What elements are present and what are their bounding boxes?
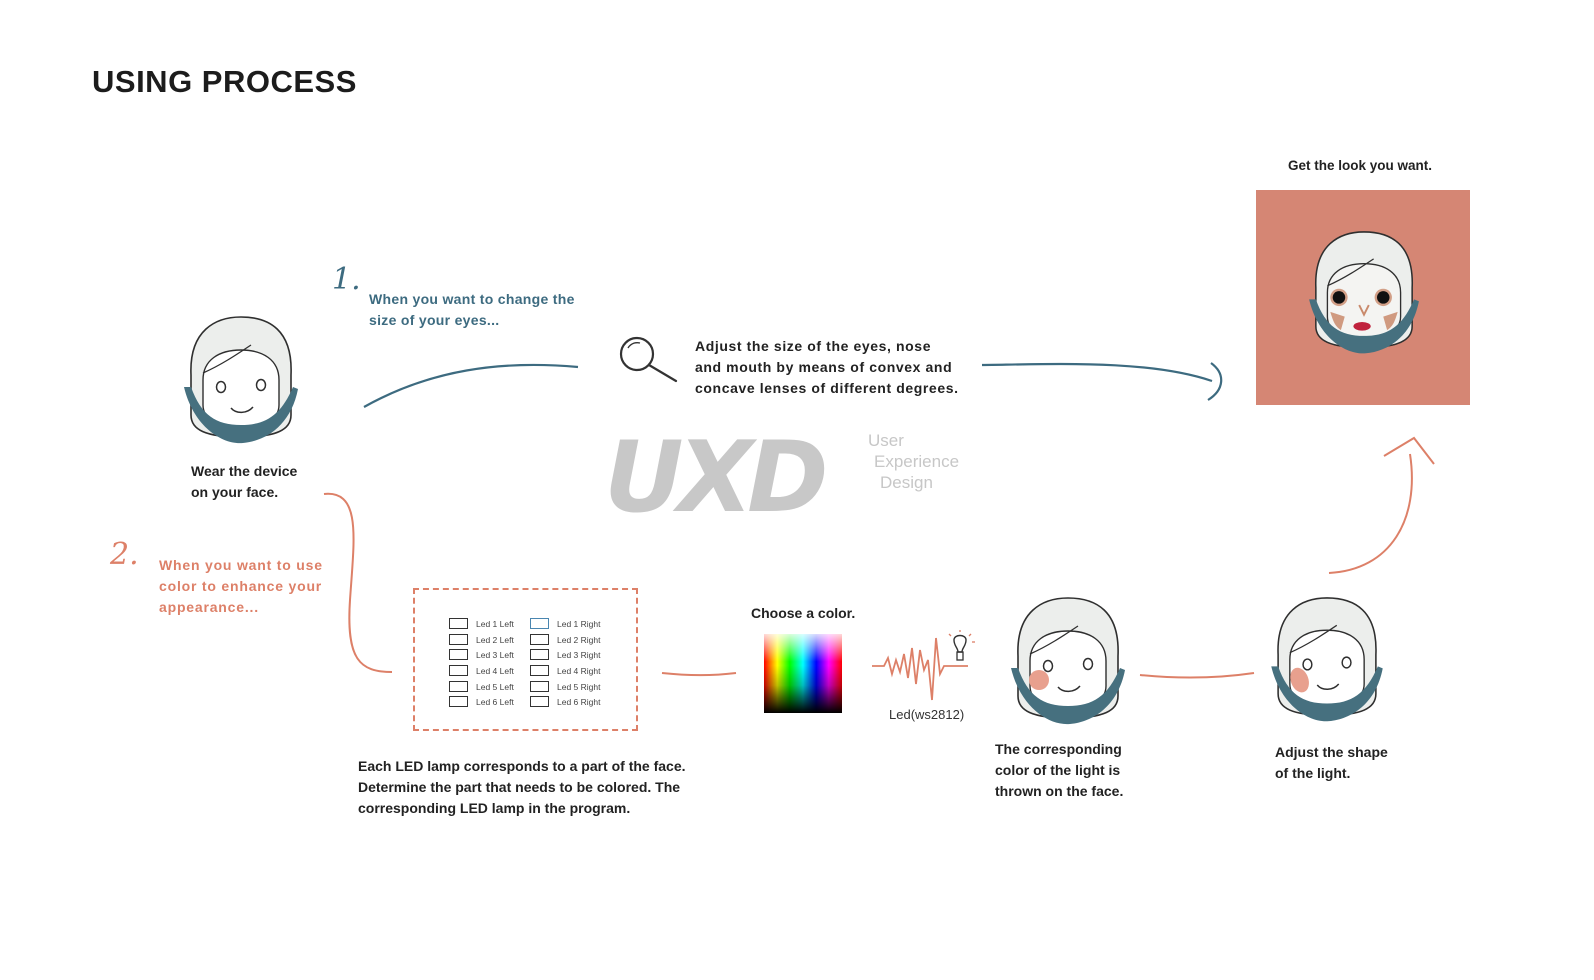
result-caption: Get the look you want. xyxy=(1288,158,1433,173)
watermark-line: Design xyxy=(880,473,933,492)
arrowhead-step2 xyxy=(1383,436,1435,465)
step-2-text-line: When you want to use xyxy=(159,557,323,573)
shape-caption: Adjust the shape of the light. xyxy=(1275,742,1388,784)
led-label: Led 5 Left xyxy=(476,681,514,692)
led-device-label: Led(ws2812) xyxy=(889,707,965,722)
led-caption-line: Determine the part that needs to be colo… xyxy=(358,779,681,795)
led-checkbox-row[interactable]: Led 6 Left xyxy=(449,695,514,708)
led-label: Led 6 Right xyxy=(557,696,601,707)
led-checkbox-row[interactable]: Led 6 Right xyxy=(530,695,600,708)
wear-caption: Wear the device on your face. xyxy=(191,461,297,503)
thrown-caption-line: color of the light is xyxy=(995,762,1121,778)
led-checkbox[interactable] xyxy=(530,649,549,660)
step-1-text-line: When you want to change the xyxy=(369,291,575,307)
step-2-text-line: appearance... xyxy=(159,599,259,615)
led-label: Led 2 Left xyxy=(476,634,514,645)
led-checkbox-row[interactable]: Led 1 Right xyxy=(530,617,600,630)
waveform-icon xyxy=(872,637,968,701)
adjust-line: concave lenses of different degrees. xyxy=(695,380,959,396)
led-checkbox-row[interactable]: Led 3 Right xyxy=(530,648,600,661)
led-label: Led 3 Right xyxy=(557,649,601,660)
watermark-line: User xyxy=(868,431,904,450)
led-checkbox[interactable] xyxy=(449,681,468,692)
led-checkbox[interactable] xyxy=(449,665,468,676)
led-checkbox-row[interactable]: Led 3 Left xyxy=(449,648,514,661)
led-label: Led 5 Right xyxy=(557,681,601,692)
connector-wear-to-led xyxy=(323,492,393,673)
led-checkbox[interactable] xyxy=(530,696,549,707)
connector-wear-to-adjust xyxy=(363,363,579,408)
step-1-text: When you want to change the size of your… xyxy=(369,289,575,331)
led-label: Led 2 Right xyxy=(557,634,601,645)
bulb-icon xyxy=(948,630,975,661)
watermark: UXD xyxy=(604,421,828,535)
led-label: Led 4 Right xyxy=(557,665,601,676)
led-checkbox[interactable] xyxy=(530,681,549,692)
step-1-text-line: size of your eyes... xyxy=(369,312,500,328)
led-label: Led 3 Left xyxy=(476,649,514,660)
wear-caption-line: Wear the device xyxy=(191,463,298,479)
led-checkbox[interactable] xyxy=(449,634,468,645)
led-checkbox-row[interactable]: Led 2 Right xyxy=(530,633,600,646)
led-label: Led 1 Right xyxy=(557,618,601,629)
led-checkbox[interactable] xyxy=(449,618,468,629)
wear-caption-line: on your face. xyxy=(191,484,279,500)
step-1-number: 1. xyxy=(332,262,361,297)
led-caption-line: Each LED lamp corresponds to a part of t… xyxy=(358,758,686,774)
adjust-line: and mouth by means of convex and xyxy=(695,359,953,375)
led-checkbox-row[interactable]: Led 5 Left xyxy=(449,680,514,693)
result-panel xyxy=(1256,190,1470,405)
watermark-caption: User Experience Design xyxy=(868,430,959,493)
led-checkbox-row[interactable]: Led 5 Right xyxy=(530,680,600,693)
shape-caption-line: Adjust the shape xyxy=(1275,744,1388,760)
wear-face-illustration xyxy=(184,316,298,444)
connector-led-to-color xyxy=(661,672,737,677)
led-checkbox-selected[interactable] xyxy=(530,618,549,629)
connector-adjust-to-result xyxy=(981,362,1213,383)
led-checkbox-row[interactable]: Led 2 Left xyxy=(449,633,514,646)
led-checkbox[interactable] xyxy=(449,696,468,707)
result-face-illustration xyxy=(1309,231,1419,354)
led-checkbox[interactable] xyxy=(449,649,468,660)
led-label: Led 4 Left xyxy=(476,665,514,676)
page-title: USING PROCESS xyxy=(92,64,357,99)
led-checkbox-row[interactable]: Led 4 Right xyxy=(530,664,600,677)
led-checkbox[interactable] xyxy=(530,665,549,676)
led-checkbox[interactable] xyxy=(530,634,549,645)
thrown-caption-line: thrown on the face. xyxy=(995,783,1124,799)
led-caption-line: corresponding LED lamp in the program. xyxy=(358,800,631,816)
color-picker-swatch[interactable] xyxy=(764,634,842,713)
led-checkbox-row[interactable]: Led 1 Left xyxy=(449,617,514,630)
thrown-caption: The corresponding color of the light is … xyxy=(995,739,1123,802)
watermark-line: Experience xyxy=(874,452,960,471)
connector-shape-to-result xyxy=(1328,453,1413,574)
arrowhead-step1 xyxy=(1207,362,1223,401)
led-caption: Each LED lamp corresponds to a part of t… xyxy=(358,756,686,819)
shape-caption-line: of the light. xyxy=(1275,765,1351,781)
led-panel: Led 1 Left Led 2 Left Led 3 Left Led 4 L… xyxy=(413,588,638,731)
thrown-caption-line: The corresponding xyxy=(995,741,1122,757)
color-caption: Choose a color. xyxy=(751,605,856,621)
led-label: Led 6 Left xyxy=(476,696,514,707)
thrown-face-illustration xyxy=(1011,597,1125,725)
magnifier-icon xyxy=(619,336,678,383)
step-2-number: 2. xyxy=(110,537,139,572)
led-checkbox-row[interactable]: Led 4 Left xyxy=(449,664,514,677)
led-label: Led 1 Left xyxy=(476,618,514,629)
shape-face-illustration xyxy=(1271,597,1383,722)
adjust-line: Adjust the size of the eyes, nose xyxy=(695,338,932,354)
adjust-description: Adjust the size of the eyes, nose and mo… xyxy=(695,336,959,399)
watermark-letters: UXD xyxy=(604,421,828,535)
step-2-text: When you want to use color to enhance yo… xyxy=(159,555,323,618)
step-2-text-line: color to enhance your xyxy=(159,578,323,594)
connector-device-to-face xyxy=(1139,672,1255,679)
